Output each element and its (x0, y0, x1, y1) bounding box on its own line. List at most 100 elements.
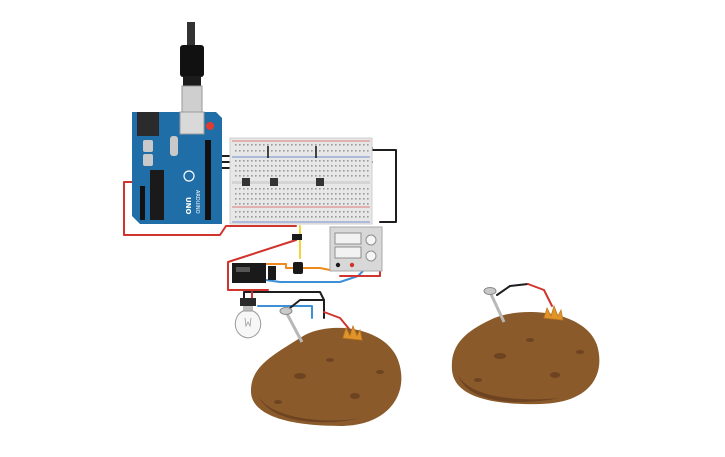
breadboard-hole[interactable] (279, 144, 281, 146)
breadboard-hole[interactable] (303, 175, 305, 177)
breadboard-hole[interactable] (331, 150, 333, 152)
breadboard-hole[interactable] (255, 188, 257, 190)
breadboard-hole[interactable] (295, 160, 297, 162)
breadboard-hole[interactable] (355, 198, 357, 200)
breadboard-hole[interactable] (235, 144, 237, 146)
breadboard-hole[interactable] (351, 188, 353, 190)
breadboard-hole[interactable] (271, 193, 273, 195)
breadboard-hole[interactable] (295, 193, 297, 195)
breadboard-hole[interactable] (303, 198, 305, 200)
breadboard-hole[interactable] (363, 150, 365, 152)
breadboard-hole[interactable] (271, 150, 273, 152)
breadboard-hole[interactable] (323, 198, 325, 200)
breadboard-hole[interactable] (339, 211, 341, 213)
breadboard-hole[interactable] (327, 211, 329, 213)
breadboard-hole[interactable] (307, 175, 309, 177)
breadboard-hole[interactable] (291, 160, 293, 162)
breadboard-hole[interactable] (303, 144, 305, 146)
breadboard-hole[interactable] (239, 170, 241, 172)
wire-red-relay[interactable] (227, 239, 297, 291)
breadboard-hole[interactable] (255, 198, 257, 200)
breadboard-hole[interactable] (311, 188, 313, 190)
transistor[interactable] (292, 234, 303, 274)
breadboard-hole[interactable] (251, 203, 253, 205)
breadboard-hole[interactable] (299, 170, 301, 172)
breadboard-hole[interactable] (351, 160, 353, 162)
breadboard-hole[interactable] (307, 188, 309, 190)
breadboard-hole[interactable] (359, 198, 361, 200)
breadboard-hole[interactable] (287, 203, 289, 205)
breadboard-hole[interactable] (259, 216, 261, 218)
breadboard-hole[interactable] (275, 211, 277, 213)
breadboard-hole[interactable] (331, 160, 333, 162)
breadboard-hole[interactable] (311, 203, 313, 205)
breadboard-hole[interactable] (367, 193, 369, 195)
breadboard-hole[interactable] (335, 175, 337, 177)
breadboard-hole[interactable] (355, 193, 357, 195)
breadboard-hole[interactable] (331, 211, 333, 213)
breadboard-hole[interactable] (363, 160, 365, 162)
breadboard-hole[interactable] (239, 165, 241, 167)
breadboard-hole[interactable] (259, 203, 261, 205)
breadboard-hole[interactable] (263, 160, 265, 162)
breadboard-hole[interactable] (363, 193, 365, 195)
breadboard-hole[interactable] (291, 170, 293, 172)
breadboard-hole[interactable] (295, 216, 297, 218)
breadboard-hole[interactable] (319, 193, 321, 195)
breadboard-hole[interactable] (355, 170, 357, 172)
breadboard-hole[interactable] (247, 144, 249, 146)
breadboard-hole[interactable] (319, 175, 321, 177)
breadboard-hole[interactable] (275, 193, 277, 195)
breadboard-hole[interactable] (343, 170, 345, 172)
breadboard-hole[interactable] (251, 170, 253, 172)
breadboard-hole[interactable] (235, 211, 237, 213)
breadboard-hole[interactable] (311, 160, 313, 162)
breadboard-hole[interactable] (311, 150, 313, 152)
terminal-positive[interactable] (349, 262, 355, 268)
breadboard-hole[interactable] (323, 160, 325, 162)
breadboard-hole[interactable] (235, 150, 237, 152)
breadboard-hole[interactable] (291, 203, 293, 205)
breadboard-hole[interactable] (283, 144, 285, 146)
breadboard-hole[interactable] (287, 188, 289, 190)
breadboard-hole[interactable] (363, 188, 365, 190)
breadboard-hole[interactable] (271, 216, 273, 218)
breadboard-hole[interactable] (295, 188, 297, 190)
breadboard-hole[interactable] (263, 165, 265, 167)
breadboard-hole[interactable] (291, 188, 293, 190)
breadboard-hole[interactable] (267, 160, 269, 162)
breadboard-hole[interactable] (315, 170, 317, 172)
breadboard-hole[interactable] (251, 193, 253, 195)
breadboard-hole[interactable] (335, 165, 337, 167)
breadboard-hole[interactable] (307, 165, 309, 167)
breadboard-hole[interactable] (307, 203, 309, 205)
breadboard-hole[interactable] (239, 150, 241, 152)
breadboard-hole[interactable] (331, 144, 333, 146)
breadboard-hole[interactable] (255, 144, 257, 146)
breadboard-hole[interactable] (307, 150, 309, 152)
light-bulb[interactable] (234, 298, 262, 339)
breadboard-hole[interactable] (323, 203, 325, 205)
breadboard-hole[interactable] (267, 144, 269, 146)
breadboard-hole[interactable] (255, 193, 257, 195)
breadboard-hole[interactable] (279, 198, 281, 200)
breadboard-hole[interactable] (367, 144, 369, 146)
breadboard-hole[interactable] (251, 216, 253, 218)
breadboard-hole[interactable] (331, 203, 333, 205)
breadboard-hole[interactable] (323, 211, 325, 213)
breadboard-hole[interactable] (359, 150, 361, 152)
breadboard-hole[interactable] (347, 170, 349, 172)
breadboard-hole[interactable] (303, 216, 305, 218)
breadboard-hole[interactable] (287, 211, 289, 213)
breadboard-hole[interactable] (355, 211, 357, 213)
breadboard-hole[interactable] (311, 216, 313, 218)
breadboard-hole[interactable] (335, 193, 337, 195)
breadboard-hole[interactable] (283, 203, 285, 205)
breadboard-hole[interactable] (295, 150, 297, 152)
breadboard-hole[interactable] (347, 193, 349, 195)
breadboard-hole[interactable] (255, 165, 257, 167)
breadboard-hole[interactable] (243, 211, 245, 213)
breadboard-hole[interactable] (259, 175, 261, 177)
breadboard-hole[interactable] (279, 150, 281, 152)
breadboard-hole[interactable] (295, 203, 297, 205)
